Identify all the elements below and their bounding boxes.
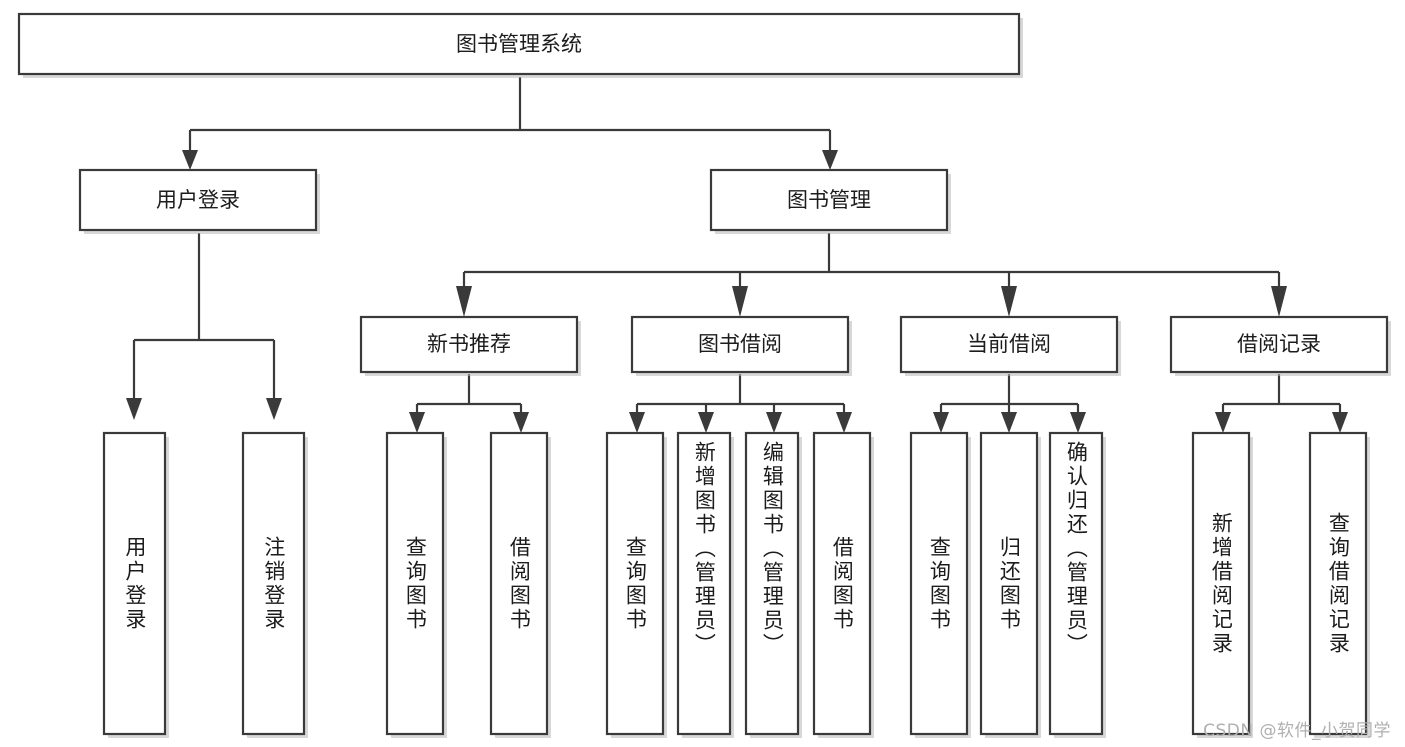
node-label-book-borrow: 图书借阅 — [698, 332, 782, 356]
node-rect[interactable] — [17, 12, 1021, 76]
arrow-head-currentborrow-leaf-2 — [1001, 412, 1017, 433]
node-rect[interactable] — [359, 315, 579, 374]
leaf-node-query-book-borrow[interactable] — [605, 431, 667, 738]
node-root-system[interactable]: 图书管理系统 — [17, 12, 1023, 78]
arrow-head-bookborrow-leaf-2 — [698, 412, 714, 433]
arrow-head-newbook-leaf-2 — [513, 412, 529, 433]
node-rect[interactable] — [812, 431, 872, 736]
leaf-node-logout[interactable] — [241, 431, 308, 738]
leaf-node-query-borrow-record[interactable] — [1308, 431, 1370, 738]
node-rect[interactable] — [709, 168, 949, 232]
node-book-borrow[interactable]: 图书借阅 — [630, 315, 852, 376]
arrow-head-leaf-logout — [266, 398, 282, 420]
leaf-node-edit-book-admin[interactable] — [744, 431, 802, 738]
connector-layer — [126, 77, 1348, 433]
leaf-node-query-book-current[interactable] — [909, 431, 971, 738]
arrow-head-current-borrow — [1001, 286, 1017, 317]
leaf-node-borrow-book-newrec[interactable] — [489, 431, 551, 738]
node-rect[interactable] — [676, 431, 732, 736]
leaf-node-return-book[interactable] — [979, 431, 1041, 738]
node-label-current-borrow: 当前借阅 — [967, 332, 1051, 356]
node-rect[interactable] — [605, 431, 665, 736]
node-rect[interactable] — [102, 431, 167, 736]
arrow-head-currentborrow-leaf-3 — [1070, 412, 1086, 433]
node-rect[interactable] — [909, 431, 969, 736]
node-rect[interactable] — [385, 431, 445, 736]
node-label-user-login: 用户登录 — [156, 188, 240, 212]
leaf-node-add-borrow-record[interactable] — [1191, 431, 1253, 738]
leaf-node-query-book-newrec[interactable] — [385, 431, 447, 738]
node-rect[interactable] — [241, 431, 306, 736]
arrow-head-newbook-leaf-1 — [409, 412, 425, 433]
arrow-head-bookborrow-leaf-4 — [836, 412, 852, 433]
node-rect[interactable] — [489, 431, 549, 736]
node-rect[interactable] — [78, 168, 318, 232]
node-label-new-book-recommend: 新书推荐 — [427, 332, 511, 356]
node-rect[interactable] — [979, 431, 1039, 736]
node-user-login[interactable]: 用户登录 — [78, 168, 320, 234]
node-rect[interactable] — [1308, 431, 1368, 736]
arrow-head-bookborrow-leaf-1 — [629, 412, 645, 433]
node-rect[interactable] — [744, 431, 800, 736]
leaf-node-user-login[interactable] — [102, 431, 169, 738]
node-borrow-record[interactable]: 借阅记录 — [1169, 315, 1391, 376]
arrow-head-leaf-user-login — [126, 398, 142, 420]
leaf-node-add-book-admin[interactable] — [676, 431, 734, 738]
node-label-book-management: 图书管理 — [787, 188, 871, 212]
leaf-node-confirm-return-admin[interactable] — [1048, 431, 1106, 738]
arrow-head-user-login — [182, 150, 198, 170]
node-rect[interactable] — [1191, 431, 1251, 736]
node-new-book-recommend[interactable]: 新书推荐 — [359, 315, 581, 376]
arrow-head-currentborrow-leaf-1 — [933, 412, 949, 433]
arrow-head-borrowrecord-leaf-2 — [1332, 412, 1348, 433]
arrow-head-borrow-record — [1271, 286, 1287, 317]
leaf-node-borrow-book-borrow[interactable] — [812, 431, 874, 738]
arrow-head-book-borrow — [732, 286, 748, 317]
arrow-head-new-book-rec — [456, 286, 472, 317]
arrow-head-book-mgmt — [822, 150, 838, 170]
node-label-root-system: 图书管理系统 — [456, 32, 582, 56]
node-book-management[interactable]: 图书管理 — [709, 168, 951, 234]
arrow-head-bookborrow-leaf-3 — [766, 412, 782, 433]
node-rect[interactable] — [899, 315, 1119, 374]
node-rect[interactable] — [630, 315, 850, 374]
node-current-borrow[interactable]: 当前借阅 — [899, 315, 1121, 376]
node-label-borrow-record: 借阅记录 — [1237, 332, 1321, 356]
node-rect[interactable] — [1169, 315, 1389, 374]
node-rect[interactable] — [1048, 431, 1104, 736]
watermark-text: CSDN @软件_小贺同学 — [1203, 721, 1391, 741]
arrow-head-borrowrecord-leaf-1 — [1215, 412, 1231, 433]
